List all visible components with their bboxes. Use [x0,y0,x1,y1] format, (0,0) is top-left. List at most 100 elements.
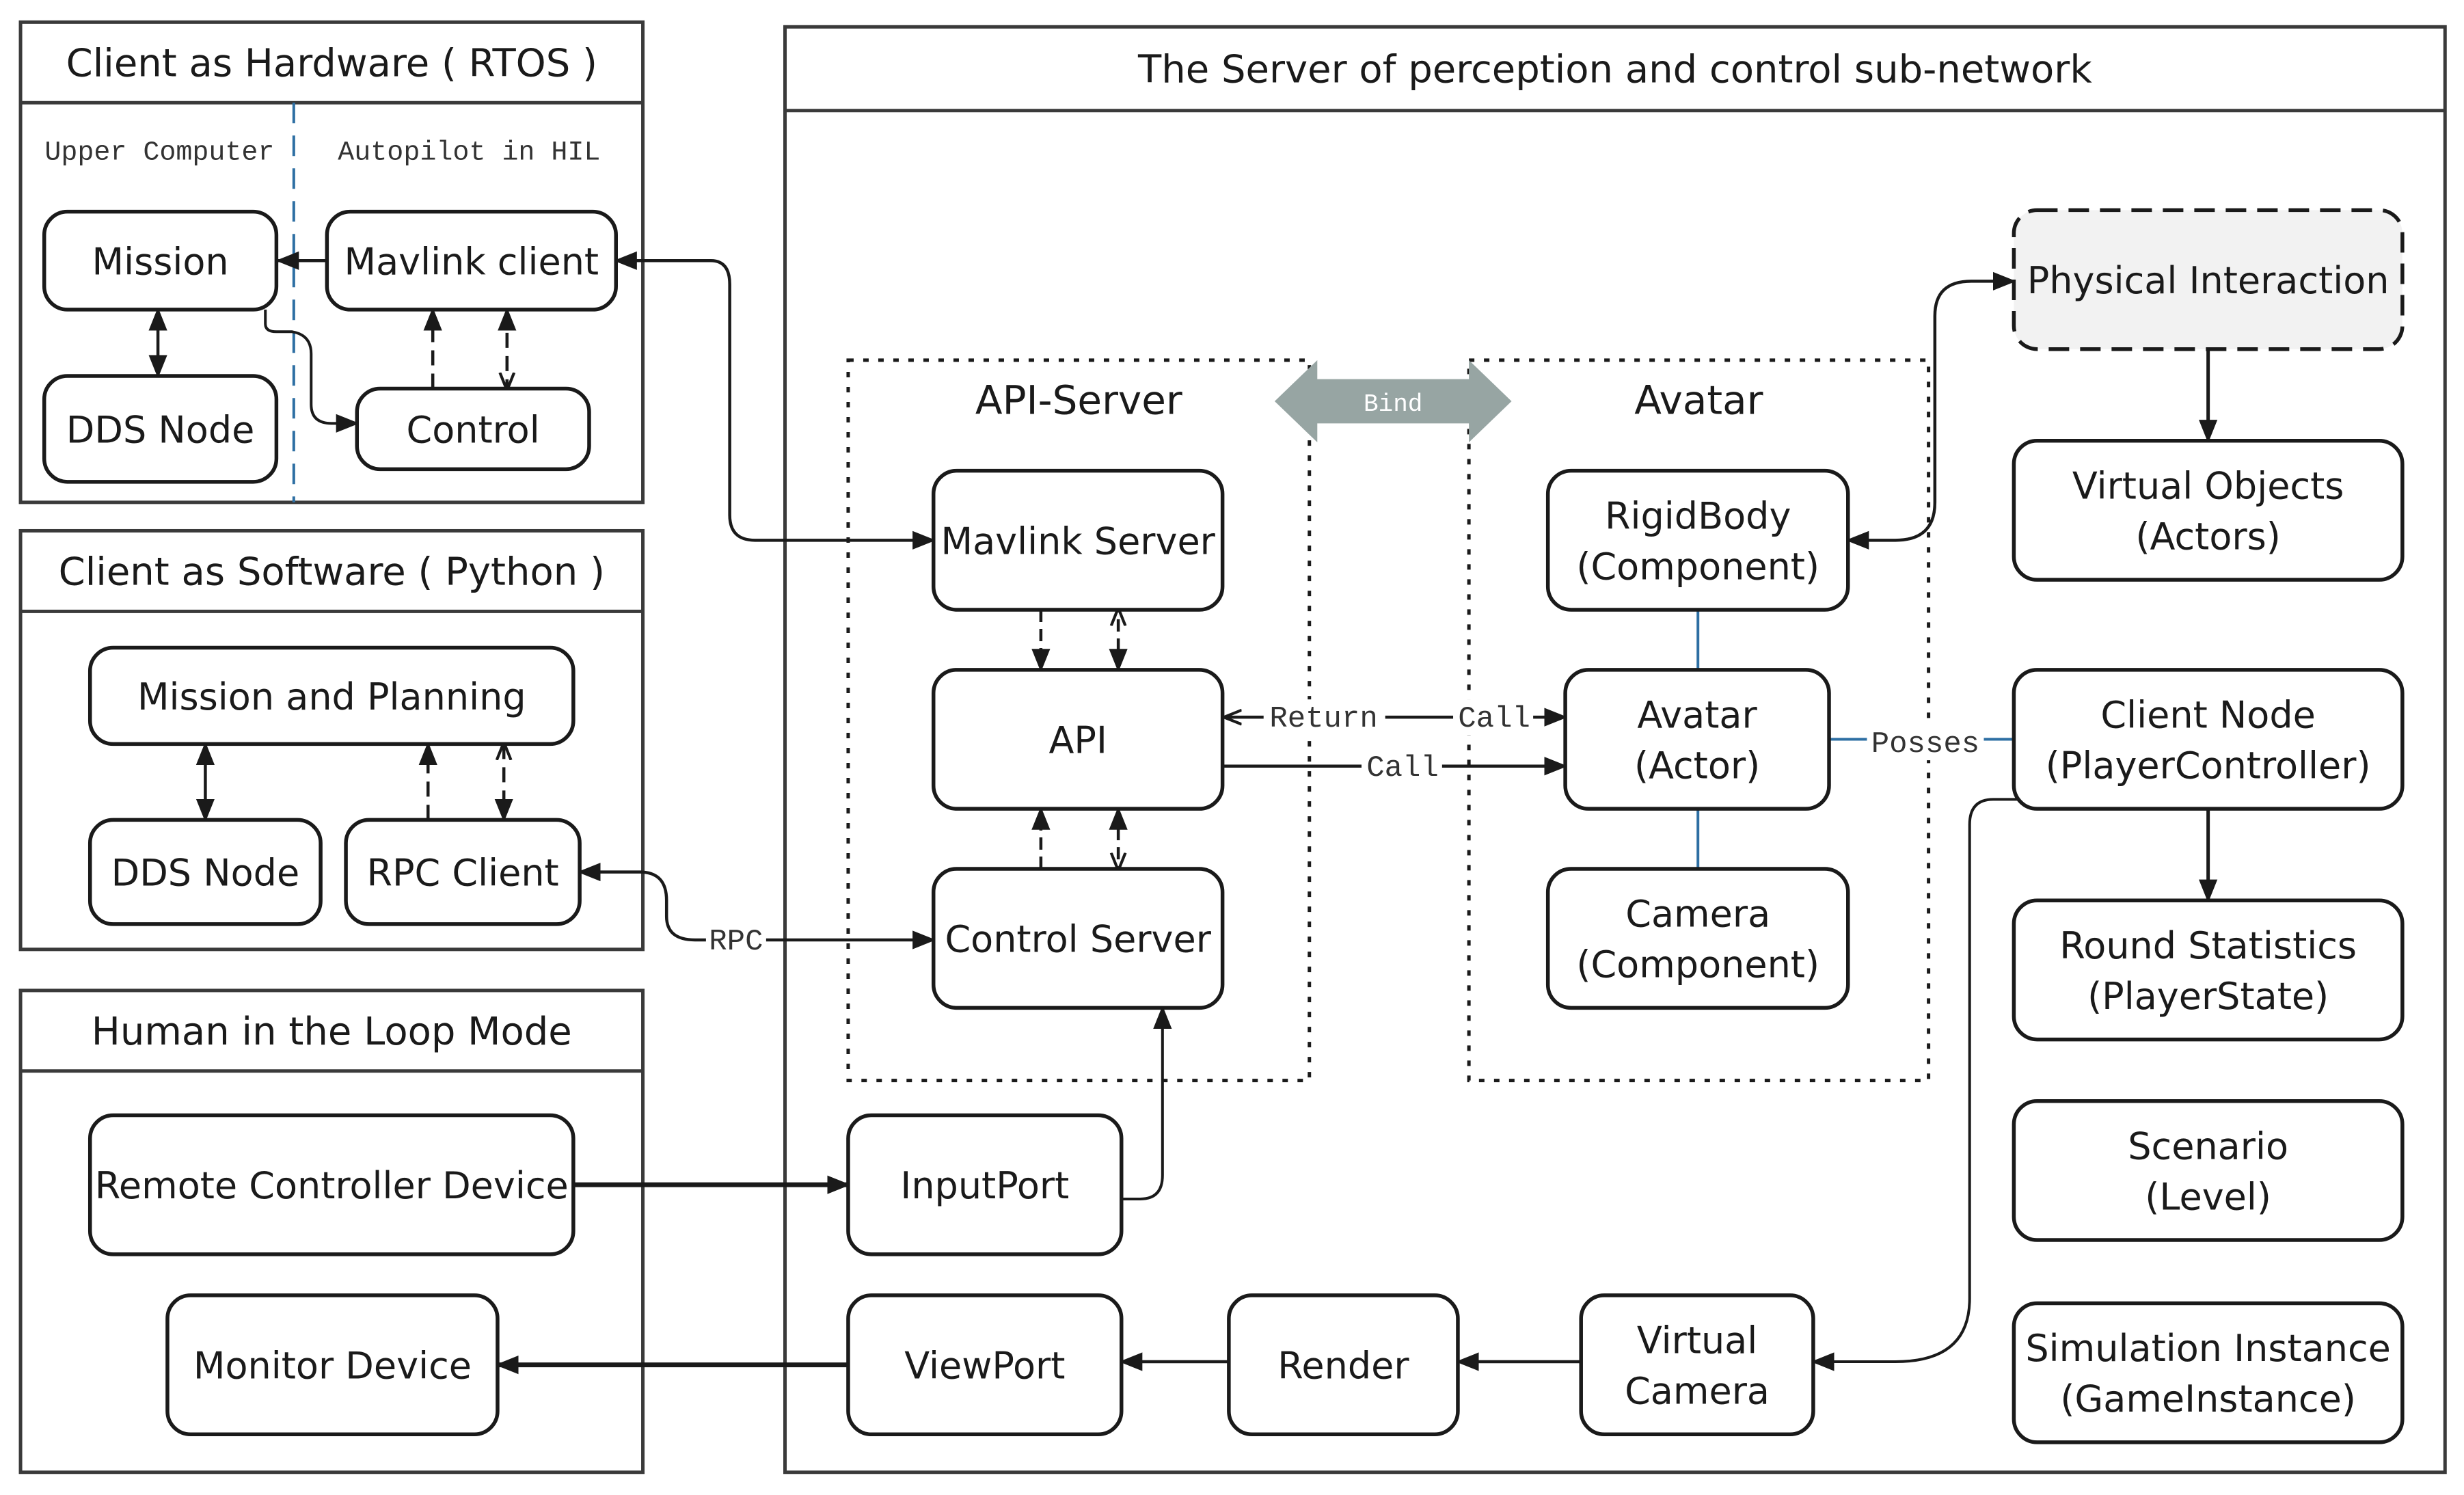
edge-label-call-top-bg [1455,699,1534,736]
node-scenario-box[interactable] [2012,1099,2405,1242]
node-control-server-label: Control Server [945,918,1211,961]
node-physical-interaction-label: Physical Interaction [2027,259,2389,302]
node-scenario[interactable]: Scenario(Level) [2012,1099,2405,1242]
node-sw-dds-node-box[interactable] [87,818,323,926]
node-avatar-actor[interactable]: Avatar(Actor) [1563,668,1831,811]
node-hw-mission-box[interactable] [42,209,279,312]
node-hw-mavlink-client[interactable]: Mavlink client [325,209,618,312]
node-monitor-device[interactable]: Monitor Device [165,1293,500,1437]
node-round-statistics[interactable]: Round Statistics (PlayerState) [2012,898,2405,1042]
group-api-server-border [846,358,1312,1083]
node-sw-rpc-client[interactable]: RPC Client [344,818,582,926]
node-sw-dds-node-label: DDS Node [111,852,300,895]
edge-label-call-top: Call [1458,702,1530,736]
node-mavlink-server-box[interactable] [931,468,1225,612]
bind-double-arrow [1274,360,1512,443]
node-client-node-box[interactable] [2012,668,2405,811]
edge-mission-to-control [264,309,360,433]
group-avatar: Avatar [1467,358,1931,1083]
node-sw-mission-planning[interactable]: Mission and Planning [87,645,576,746]
node-camera-component[interactable]: Camera (Component) [1545,867,1850,1010]
node-hw-control-box[interactable] [355,386,591,472]
panel-client-software-border [18,528,645,952]
edge-label-posses: Posses [1871,727,1979,762]
node-client-node-label: Client Node [2100,694,2315,737]
node-render-label: Render [1277,1345,1409,1388]
node-control-server-box[interactable] [931,867,1225,1010]
panel-client-hardware-title: Client as Hardware ( RTOS ) [66,41,597,85]
node-rigidbody-label: RigidBody [1605,494,1791,537]
node-simulation-instance-box[interactable] [2012,1301,2405,1444]
node-hw-dds-node[interactable]: DDS Node [42,374,279,484]
node-view-port-box[interactable] [846,1293,1124,1437]
panel-client-hardware: Client as Hardware ( RTOS ) [18,20,645,504]
node-hw-dds-node-box[interactable] [42,374,279,484]
node-sw-dds-node[interactable]: DDS Node [87,818,323,926]
node-scenario-label: Scenario [2128,1124,2288,1168]
node-mavlink-server[interactable]: Mavlink Server [931,468,1225,612]
node-virtual-objects-label: (Actors) [2135,515,2280,558]
node-physical-interaction-box[interactable] [2012,208,2405,351]
node-camera-component-label: (Component) [1576,943,1819,986]
node-hw-control-label: Control [407,408,540,451]
node-rigidbody-box[interactable] [1545,468,1850,612]
node-render-box[interactable] [1227,1293,1460,1437]
node-physical-interaction[interactable]: Physical Interaction [2012,208,2405,351]
node-camera-component-label: Camera [1625,893,1770,936]
node-view-port[interactable]: ViewPort [846,1293,1124,1437]
panel-human-in-loop: Human in the Loop Mode [18,988,645,1474]
node-remote-controller[interactable]: Remote Controller Device [87,1113,576,1256]
node-virtual-objects-box[interactable] [2012,438,2405,582]
node-input-port-box[interactable] [846,1113,1124,1256]
autopilot-label: Autopilot in HIL [338,137,600,168]
node-client-node[interactable]: Client Node (PlayerController) [2012,668,2405,811]
node-virtual-camera-label: Camera [1625,1370,1770,1413]
edge-clientnode-to-virtualcamera [1811,798,2019,1371]
node-input-port-label: InputPort [900,1164,1069,1207]
node-simulation-instance-label: (GameInstance) [2060,1377,2356,1420]
panel-server: The Server of perception and control sub… [783,25,2447,1474]
node-round-statistics-label: (PlayerState) [2087,975,2329,1018]
group-api-server: API-Server [846,358,1312,1083]
node-control-server[interactable]: Control Server [931,867,1225,1010]
node-client-node-label: (PlayerController) [2046,744,2371,787]
panel-client-software-title: Client as Software ( Python ) [59,550,605,594]
node-avatar-actor-label: (Actor) [1634,744,1760,787]
node-virtual-objects-label: Virtual Objects [2072,464,2344,507]
node-remote-controller-label: Remote Controller Device [95,1164,569,1207]
node-round-statistics-box[interactable] [2012,898,2405,1042]
node-round-statistics-label: Round Statistics [2059,924,2357,967]
node-rigidbody[interactable]: RigidBody (Component) [1545,468,1850,612]
node-hw-mavlink-client-box[interactable] [325,209,618,312]
node-virtual-camera-label: Virtual [1637,1319,1757,1362]
node-api[interactable]: API [931,668,1225,811]
node-avatar-actor-box[interactable] [1563,668,1831,811]
node-sw-mission-planning-box[interactable] [87,645,576,746]
panel-human-in-loop-title: Human in the Loop Mode [92,1010,572,1054]
edge-inputport-to-controlserver [1121,1005,1172,1200]
node-hw-mavlink-client-label: Mavlink client [344,240,599,283]
node-rigidbody-label: (Component) [1576,545,1819,588]
panel-human-in-loop-border [18,988,645,1474]
node-view-port-label: ViewPort [904,1345,1065,1388]
node-remote-controller-box[interactable] [87,1113,576,1256]
node-mavlink-server-label: Mavlink Server [940,520,1215,563]
node-sw-rpc-client-box[interactable] [344,818,582,926]
edge-label-call-bottom: Call [1366,751,1439,785]
node-camera-component-box[interactable] [1545,867,1850,1010]
edge-rpcclient-controlserver [577,863,936,949]
group-avatar-border [1467,358,1931,1083]
node-hw-mission[interactable]: Mission [42,209,279,312]
node-monitor-device-box[interactable] [165,1293,500,1437]
node-input-port[interactable]: InputPort [846,1113,1124,1256]
node-virtual-objects[interactable]: Virtual Objects (Actors) [2012,438,2405,582]
panel-server-title: The Server of perception and control sub… [1137,48,2092,92]
node-virtual-camera-box[interactable] [1579,1293,1815,1437]
panel-client-software: Client as Software ( Python ) [18,528,645,952]
node-api-box[interactable] [931,668,1225,811]
node-render[interactable]: Render [1227,1293,1460,1437]
edge-rigidbody-physical [1845,271,2016,550]
node-hw-control[interactable]: Control [355,386,591,472]
node-simulation-instance[interactable]: Simulation Instance(GameInstance) [2012,1301,2405,1444]
